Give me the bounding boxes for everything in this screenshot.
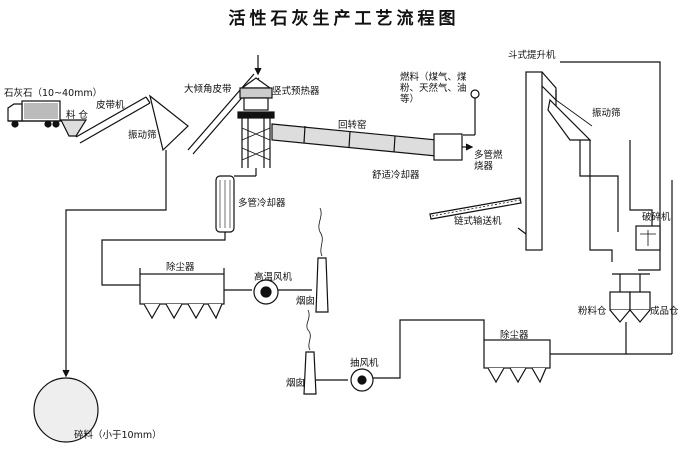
chain-conveyor-shape	[429, 197, 522, 220]
label-rotary-kiln: 回转窑	[338, 120, 367, 131]
label-comfort-cooler: 舒适冷却器	[372, 170, 420, 181]
label-bucket-elevator: 斗式提升机	[508, 50, 556, 61]
chimney-2-shape	[303, 309, 317, 395]
high-temp-fan-shape	[253, 279, 312, 305]
label-large-belt: 大倾角皮带	[184, 84, 232, 95]
belt-conveyor-1	[75, 96, 151, 144]
vertical-preheater-shape	[237, 77, 275, 168]
label-powder-bin: 粉料仓	[578, 306, 607, 317]
label-belt: 皮带机	[96, 100, 125, 111]
label-crusher: 破碎机	[642, 212, 671, 223]
exhaust-fan-shape	[350, 368, 374, 392]
label-fuel: 燃料（煤气、煤粉、天然气、油等）	[400, 72, 467, 105]
powder-bin-shape	[609, 291, 631, 323]
truck-icon	[7, 100, 62, 128]
label-preheater: 竖式预热器	[272, 86, 320, 97]
feed-silo-shape	[60, 119, 88, 137]
label-limestone: 石灰石（10~40mm）	[4, 88, 103, 99]
diagram-title: 活性石灰生产工艺流程图	[228, 9, 460, 29]
label-dust-collector-2: 除尘器	[500, 330, 529, 341]
label-screen-1: 振动筛	[128, 130, 157, 141]
vibrating-screen-2-shape	[547, 98, 592, 141]
label-burner: 多管燃烧器	[474, 150, 503, 172]
chimney-1-shape	[315, 207, 329, 313]
label-silo: 料 仓	[66, 110, 89, 121]
dust-collector-2-shape	[483, 339, 551, 384]
fines-pile-shape	[33, 377, 99, 443]
bucket-elevator-shape	[517, 71, 557, 251]
label-product-bin: 成品仓	[650, 306, 679, 317]
label-screen-2: 振动筛	[592, 108, 621, 119]
multitube-cooler-shape	[215, 175, 235, 233]
product-bin-shape	[629, 291, 651, 323]
vibrating-screen-1-shape	[149, 94, 189, 152]
label-multitube-cooler: 多管冷却器	[238, 198, 286, 209]
label-high-temp-fan: 高温风机	[254, 272, 293, 283]
label-chain-conveyor: 链式输送机	[454, 216, 502, 227]
label-dust-collector-1: 除尘器	[166, 262, 195, 273]
label-chimney-2: 烟囱	[286, 378, 306, 389]
label-exhaust-fan: 抽风机	[350, 358, 379, 369]
burner-housing	[433, 133, 463, 161]
label-chimney-1: 烟囱	[296, 296, 316, 307]
dust-collector-1-shape	[139, 268, 225, 320]
label-fines: 碎料（小于10mm）	[74, 430, 162, 441]
fines-line	[65, 150, 167, 375]
